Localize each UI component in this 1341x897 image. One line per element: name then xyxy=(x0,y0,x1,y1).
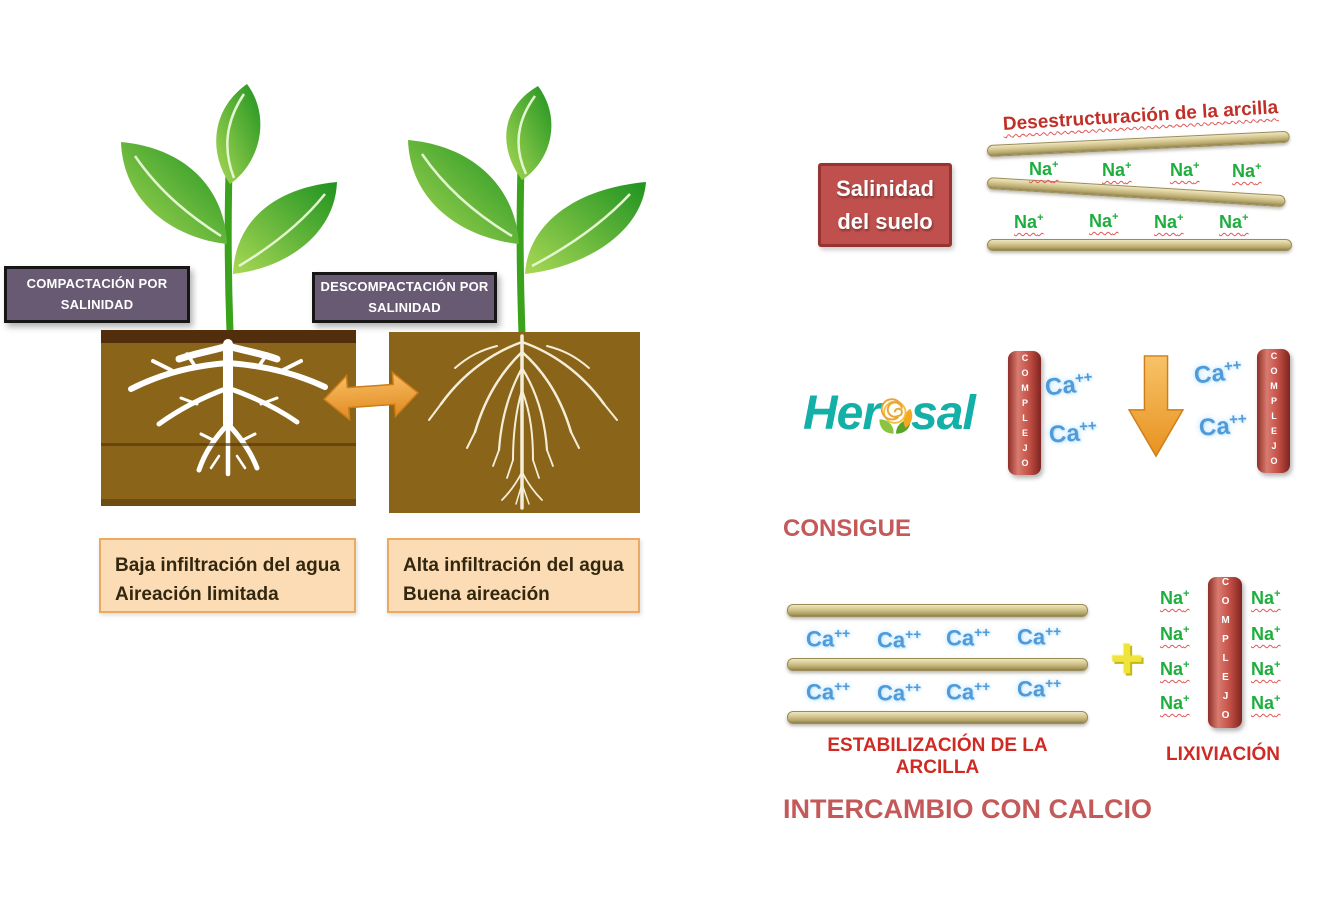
ca-ion: Ca++ xyxy=(877,627,922,653)
na-ion: Na+ xyxy=(1014,212,1044,232)
high-infiltration-box: Alta infiltración del agua Buena aireaci… xyxy=(387,538,640,613)
herosal-logo-prefix: Her xyxy=(803,387,881,440)
na-ion: Na+ xyxy=(1251,659,1281,679)
clay-layer-bar xyxy=(787,711,1088,724)
compaction-label-line2: SALINIDAD xyxy=(60,296,134,312)
topsoil-strip xyxy=(101,330,356,343)
na-ion: Na+ xyxy=(1160,624,1190,644)
soil-layer-divider xyxy=(101,443,356,446)
na-ion: Na+ xyxy=(1251,624,1281,644)
double-arrow-icon xyxy=(323,370,419,422)
decompacted-soil-block xyxy=(389,332,640,513)
soil-salinity-box: Salinidad del suelo xyxy=(818,163,952,247)
na-ion: Na+ xyxy=(1160,588,1190,608)
plus-icon: + xyxy=(1110,626,1144,691)
complejo-bar-label: COMPLEJO xyxy=(1220,576,1231,729)
compaction-label-line1: COMPACTACIÓN POR xyxy=(26,276,168,292)
soil-salinity-line1: Salinidad xyxy=(836,176,934,201)
complejo-bar: COMPLEJO xyxy=(1008,351,1041,475)
low-infiltration-box: Baja infiltración del agua Aireación lim… xyxy=(99,538,356,613)
low-infiltration-line1: Baja infiltración del agua xyxy=(115,555,340,576)
clay-layer-bar xyxy=(987,239,1292,251)
complejo-bar: COMPLEJO xyxy=(1208,576,1242,729)
na-ion: Na+ xyxy=(1160,693,1190,713)
stabilization-label: ESTABILIZACIÓN DE LA ARCILLA xyxy=(827,735,1048,778)
ca-ion: Ca++ xyxy=(806,679,851,705)
na-ion: Na+ xyxy=(1102,160,1132,180)
ca-ion: Ca++ xyxy=(1017,624,1062,650)
ca-ion: Ca++ xyxy=(946,625,991,651)
high-infiltration-line2: Buena aireación xyxy=(403,583,550,605)
clay-layer-bar xyxy=(787,604,1088,617)
herosal-flower-icon xyxy=(879,397,913,434)
ca-ion: Ca++ xyxy=(877,680,922,706)
na-ion: Na+ xyxy=(1154,212,1184,232)
na-ion: Na+ xyxy=(1219,212,1249,232)
decompaction-label-line2: SALINIDAD xyxy=(368,299,441,315)
ca-ion: Ca++ xyxy=(946,679,991,705)
ca-ion: Ca++ xyxy=(1017,676,1062,702)
clay-destructuring-title: Desestructuración de la arcilla xyxy=(1002,97,1279,135)
herosal-logo: Her sal xyxy=(803,386,976,441)
na-ion: Na+ xyxy=(1089,211,1119,231)
decompaction-label-line1: DESCOMPACTACIÓN POR xyxy=(320,279,489,295)
compaction-label-box: COMPACTACIÓN POR SALINIDAD xyxy=(4,266,190,323)
low-infiltration-line2: Aireación limitada xyxy=(115,583,279,605)
ca-ion: Ca++ xyxy=(806,626,851,652)
na-ion: Na+ xyxy=(1170,160,1200,180)
ca-ion: Ca++ xyxy=(1043,369,1094,402)
consigue-heading: CONSIGUE xyxy=(783,515,912,542)
na-ion: Na+ xyxy=(1251,693,1281,713)
ca-ion: Ca++ xyxy=(1192,357,1243,390)
soil-salinity-line2: del suelo xyxy=(837,209,933,234)
down-arrow-icon xyxy=(1127,355,1185,458)
ca-ion: Ca++ xyxy=(1198,411,1248,442)
clay-layer-bar xyxy=(986,130,1290,157)
complejo-bar-label: COMPLEJO xyxy=(1269,351,1279,471)
complejo-bar-label: COMPLEJO xyxy=(1020,353,1030,473)
big-plant-illustration xyxy=(408,86,646,334)
clay-layer-bar xyxy=(787,658,1088,671)
complejo-bar: COMPLEJO xyxy=(1257,349,1290,473)
soil-bottom-strip xyxy=(101,499,356,506)
small-plant-illustration xyxy=(121,84,337,332)
leaching-label: LIXIVIACIÓN xyxy=(1165,744,1280,765)
calcium-exchange-heading: INTERCAMBIO CON CALCIO xyxy=(783,794,1152,824)
herosal-logo-suffix: sal xyxy=(911,387,976,440)
na-ion: Na+ xyxy=(1029,159,1059,179)
na-ion: Na+ xyxy=(1232,161,1262,181)
deep-roots-illustration xyxy=(428,334,618,510)
na-ion: Na+ xyxy=(1160,659,1190,679)
high-infiltration-line1: Alta infiltración del agua xyxy=(403,555,624,576)
compact-roots-illustration xyxy=(128,339,328,477)
na-ion: Na+ xyxy=(1251,588,1281,608)
compacted-soil-block xyxy=(101,330,356,506)
decompaction-label-box: DESCOMPACTACIÓN POR SALINIDAD xyxy=(312,272,497,323)
ca-ion: Ca++ xyxy=(1048,418,1098,449)
